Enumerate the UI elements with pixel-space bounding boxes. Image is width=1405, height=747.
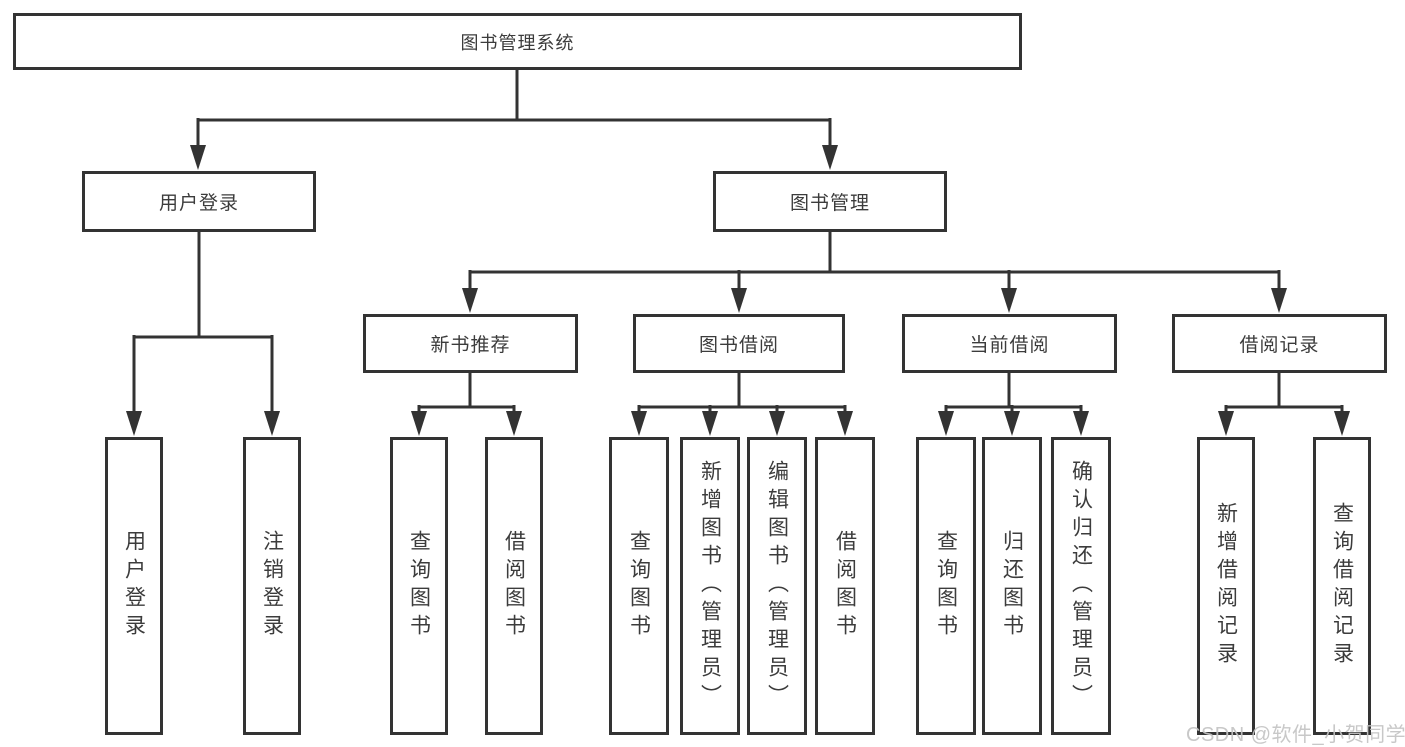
arrowhead-icon — [631, 411, 647, 436]
edges-new-book-recommend-to-leaves — [411, 372, 522, 436]
node-book-borrow: 图书借阅 — [633, 314, 845, 373]
arrowhead-icon — [190, 145, 206, 170]
arrowhead-icon — [1004, 411, 1020, 436]
leaf-confirm-return-admin-label: 确认归还（管理员） — [1069, 460, 1093, 712]
leaf-add-book-admin-label: 新增图书（管理员） — [698, 460, 722, 712]
node-new-book-recommend-label: 新书推荐 — [430, 335, 511, 356]
edges-book-borrow-to-leaves — [631, 372, 853, 436]
leaf-user-login: 用户登录 — [105, 437, 163, 735]
leaf-recommend-query-book-label: 查询图书 — [407, 530, 431, 642]
arrowhead-icon — [822, 145, 838, 170]
arrowhead-icon — [264, 411, 280, 436]
leaf-confirm-return-admin: 确认归还（管理员） — [1051, 437, 1111, 735]
node-borrow-record-label: 借阅记录 — [1239, 335, 1320, 356]
leaf-current-query-book-label: 查询图书 — [934, 530, 958, 642]
leaf-edit-book-admin-label: 编辑图书（管理员） — [765, 460, 789, 712]
arrowhead-icon — [1334, 411, 1350, 436]
arrowhead-icon — [1218, 411, 1234, 436]
leaf-add-borrow-record-label: 新增借阅记录 — [1214, 502, 1238, 670]
leaf-edit-book-admin: 编辑图书（管理员） — [747, 437, 807, 735]
arrowhead-icon — [938, 411, 954, 436]
edges-user-login-to-leaves — [126, 231, 280, 436]
leaf-logout: 注销登录 — [243, 437, 301, 735]
arrowhead-icon — [731, 288, 747, 313]
leaf-borrow-book: 借阅图书 — [815, 437, 875, 735]
arrowhead-icon — [506, 411, 522, 436]
node-root-label: 图书管理系统 — [460, 32, 575, 53]
node-current-borrow-label: 当前借阅 — [969, 335, 1050, 356]
leaf-current-query-book: 查询图书 — [916, 437, 976, 735]
leaf-borrow-query-book: 查询图书 — [609, 437, 669, 735]
leaf-query-borrow-record: 查询借阅记录 — [1313, 437, 1371, 735]
node-current-borrow: 当前借阅 — [902, 314, 1117, 373]
leaf-borrow-book-label: 借阅图书 — [833, 530, 857, 642]
leaf-logout-label: 注销登录 — [260, 530, 284, 642]
node-user-login-branch: 用户登录 — [82, 171, 316, 232]
leaf-recommend-borrow-book: 借阅图书 — [485, 437, 543, 735]
edges-current-borrow-to-leaves — [938, 372, 1089, 436]
node-user-login-label: 用户登录 — [158, 193, 239, 214]
leaf-recommend-query-book: 查询图书 — [390, 437, 448, 735]
edges-book-management-to-level3 — [462, 231, 1287, 313]
node-book-management-label: 图书管理 — [789, 193, 870, 214]
arrowhead-icon — [1271, 288, 1287, 313]
arrowhead-icon — [1073, 411, 1089, 436]
arrowhead-icon — [1001, 288, 1017, 313]
arrowhead-icon — [702, 411, 718, 436]
edges-root-to-level2 — [190, 68, 838, 170]
leaf-return-book: 归还图书 — [982, 437, 1042, 735]
leaf-add-borrow-record: 新增借阅记录 — [1197, 437, 1255, 735]
leaf-recommend-borrow-book-label: 借阅图书 — [502, 530, 526, 642]
leaf-add-book-admin: 新增图书（管理员） — [680, 437, 740, 735]
node-root-system: 图书管理系统 — [13, 13, 1022, 70]
node-book-management-branch: 图书管理 — [713, 171, 947, 232]
arrowhead-icon — [837, 411, 853, 436]
edges-borrow-record-to-leaves — [1218, 372, 1350, 436]
leaf-query-borrow-record-label: 查询借阅记录 — [1330, 502, 1354, 670]
node-new-book-recommend: 新书推荐 — [363, 314, 578, 373]
arrowhead-icon — [769, 411, 785, 436]
leaf-return-book-label: 归还图书 — [1000, 530, 1024, 642]
arrowhead-icon — [126, 411, 142, 436]
arrowhead-icon — [411, 411, 427, 436]
arrowhead-icon — [462, 288, 478, 313]
leaf-user-login-label: 用户登录 — [122, 530, 146, 642]
node-book-borrow-label: 图书借阅 — [698, 335, 779, 356]
leaf-borrow-query-book-label: 查询图书 — [627, 530, 651, 642]
node-borrow-record: 借阅记录 — [1172, 314, 1387, 373]
csdn-watermark: CSDN @软件_小贺同学 — [1186, 724, 1405, 746]
